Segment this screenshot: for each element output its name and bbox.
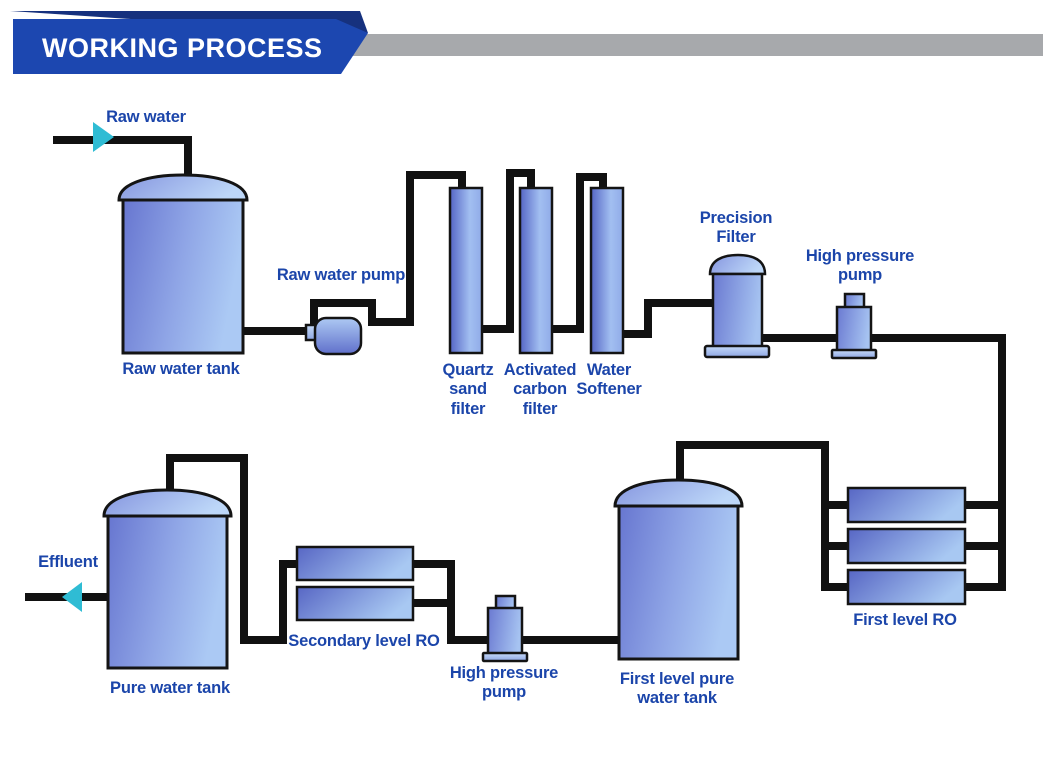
pure-water-tank-shape xyxy=(102,488,233,670)
label-pure-water-tank: Pure water tank xyxy=(110,679,230,697)
banner-gray-bar xyxy=(341,34,1043,56)
label-secondary-level-ro: Secondary level RO xyxy=(288,632,440,650)
quartz-sand-filter-shape xyxy=(448,186,484,355)
raw-water-pump-shape xyxy=(304,316,363,356)
label-raw-water-tank: Raw water tank xyxy=(122,360,240,378)
pipe-network xyxy=(25,136,1006,644)
label-first-level-ro: First level RO xyxy=(853,611,957,629)
precision-filter-shape xyxy=(703,253,771,359)
label-activated-carbon-filter: Activated carbon filter xyxy=(503,361,577,418)
label-precision-filter: Precision Filter xyxy=(699,209,773,247)
page-title: WORKING PROCESS xyxy=(42,33,323,63)
label-high-pressure-pump-1: High pressure pump xyxy=(805,247,915,285)
first-level-ro-shape xyxy=(846,486,967,606)
label-first-level-pure-water-tank: First level pure water tank xyxy=(619,670,735,708)
label-water-softener: Water Softener xyxy=(576,361,642,399)
pipe-precision-to-ro xyxy=(760,334,1006,591)
label-raw-water: Raw water xyxy=(106,108,186,126)
pipe-ro-to-first-tank xyxy=(676,441,848,591)
label-effluent: Effluent xyxy=(38,553,98,571)
pipe-pump-to-quartz-filter xyxy=(310,171,466,332)
label-quartz-sand-filter: Quartz sand filter xyxy=(442,361,494,418)
raw-water-tank-shape xyxy=(117,173,249,355)
high-pressure-pump-2-shape xyxy=(481,594,529,663)
label-raw-water-pump: Raw water pump xyxy=(276,266,406,284)
first-level-pure-water-tank-shape xyxy=(613,478,744,661)
pipe-carbon-to-softener xyxy=(542,173,607,333)
pipe-quartz-to-carbon-filter xyxy=(472,169,535,333)
effluent-outflow-arrow-icon xyxy=(62,582,82,612)
activated-carbon-filter-shape xyxy=(518,186,554,355)
water-softener-shape xyxy=(589,186,625,355)
pipe-softener-to-precision xyxy=(612,299,715,338)
pipe-secondary-ro-to-pure-tank xyxy=(166,454,297,644)
label-high-pressure-pump-2: High pressure pump xyxy=(449,664,559,702)
secondary-level-ro-shape xyxy=(295,545,415,622)
title-banner xyxy=(10,11,1043,74)
high-pressure-pump-1-shape xyxy=(830,292,878,360)
banner-ribbon xyxy=(13,19,368,74)
raw-water-inflow-arrow-icon xyxy=(93,122,114,152)
